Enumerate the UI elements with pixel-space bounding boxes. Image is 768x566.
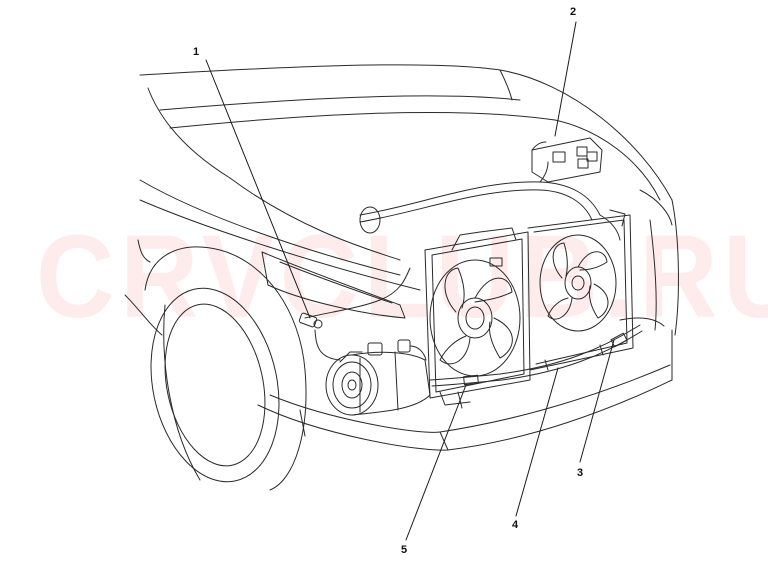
- callout-4: 4: [512, 519, 519, 531]
- body-lines: [124, 179, 679, 336]
- relay-box: [531, 137, 603, 183]
- hood: [139, 64, 673, 261]
- headlight: [261, 251, 406, 319]
- callout-3: 3: [577, 467, 584, 479]
- callout-5: 5: [401, 544, 408, 556]
- wiring-harness: [304, 161, 626, 361]
- left-cooling-fan: [429, 259, 521, 377]
- ac-compressor: [325, 339, 431, 416]
- front-wheel: [144, 246, 307, 491]
- callout-1: 1: [193, 46, 200, 58]
- condenser-frame: [424, 214, 634, 409]
- right-cooling-fan: [539, 234, 617, 332]
- ambient-sensor: [298, 312, 323, 329]
- refrigerant-lines: [429, 324, 643, 387]
- leader-lines: [205, 21, 615, 541]
- callout-2: 2: [570, 6, 577, 18]
- front-bumper: [257, 317, 673, 451]
